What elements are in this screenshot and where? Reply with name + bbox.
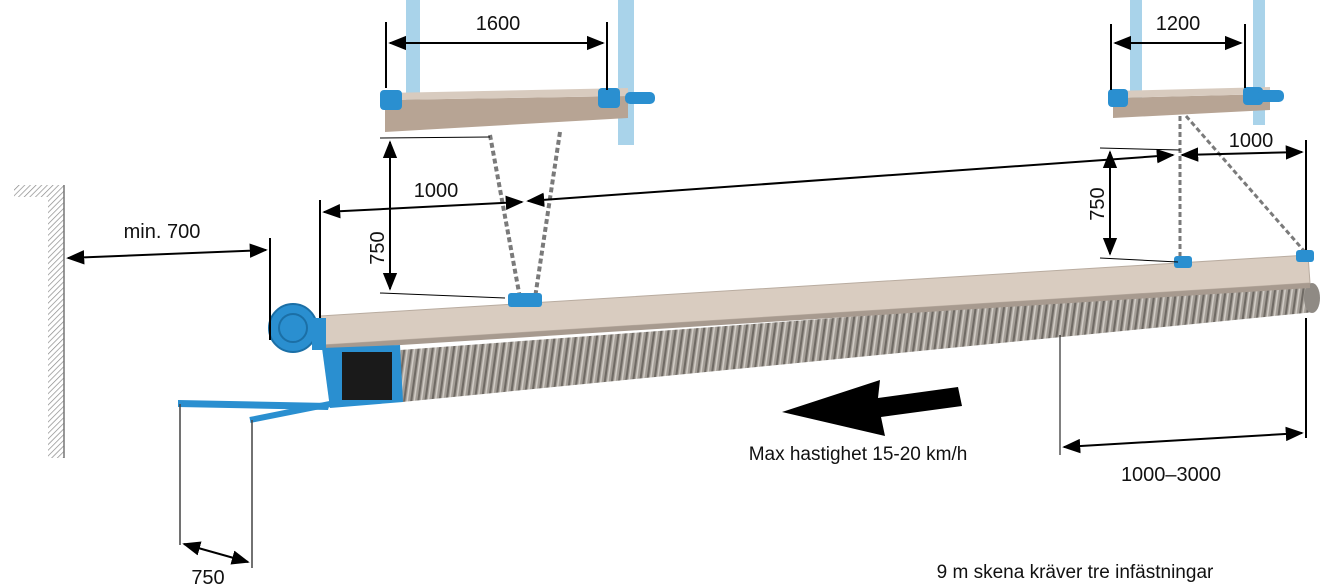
dim-label-top-right-width: 1200 xyxy=(1156,13,1201,35)
dim-label-arm-length: 750 xyxy=(191,567,224,587)
dimension-lines xyxy=(66,22,1307,565)
bracket-beam-left xyxy=(380,88,655,132)
travel-direction-arrow xyxy=(782,380,962,436)
main-rail xyxy=(319,250,1314,350)
bracket-beam-right xyxy=(1108,87,1284,118)
chain-right xyxy=(1178,115,1307,262)
speed-note: Max hastighet 15-20 km/h xyxy=(749,444,968,465)
dim-label-brush-overhang: 1000–3000 xyxy=(1121,464,1221,486)
dim-label-left-hang-height: 750 xyxy=(367,231,389,264)
dim-label-top-left-width: 1600 xyxy=(476,13,521,35)
ground-arm xyxy=(178,400,331,568)
dim-label-right-chain-offset: 1000 xyxy=(1229,130,1274,152)
spring-roll xyxy=(400,283,1320,402)
rail-requirement-note: 9 m skena kräver tre infästningar xyxy=(937,562,1214,583)
chain-left xyxy=(488,131,562,299)
dim-label-wall-clearance: min. 700 xyxy=(124,221,201,243)
wall xyxy=(14,185,65,458)
dim-label-right-hang-height: 750 xyxy=(1087,187,1109,220)
dim-label-left-chain-offset: 1000 xyxy=(414,180,459,202)
